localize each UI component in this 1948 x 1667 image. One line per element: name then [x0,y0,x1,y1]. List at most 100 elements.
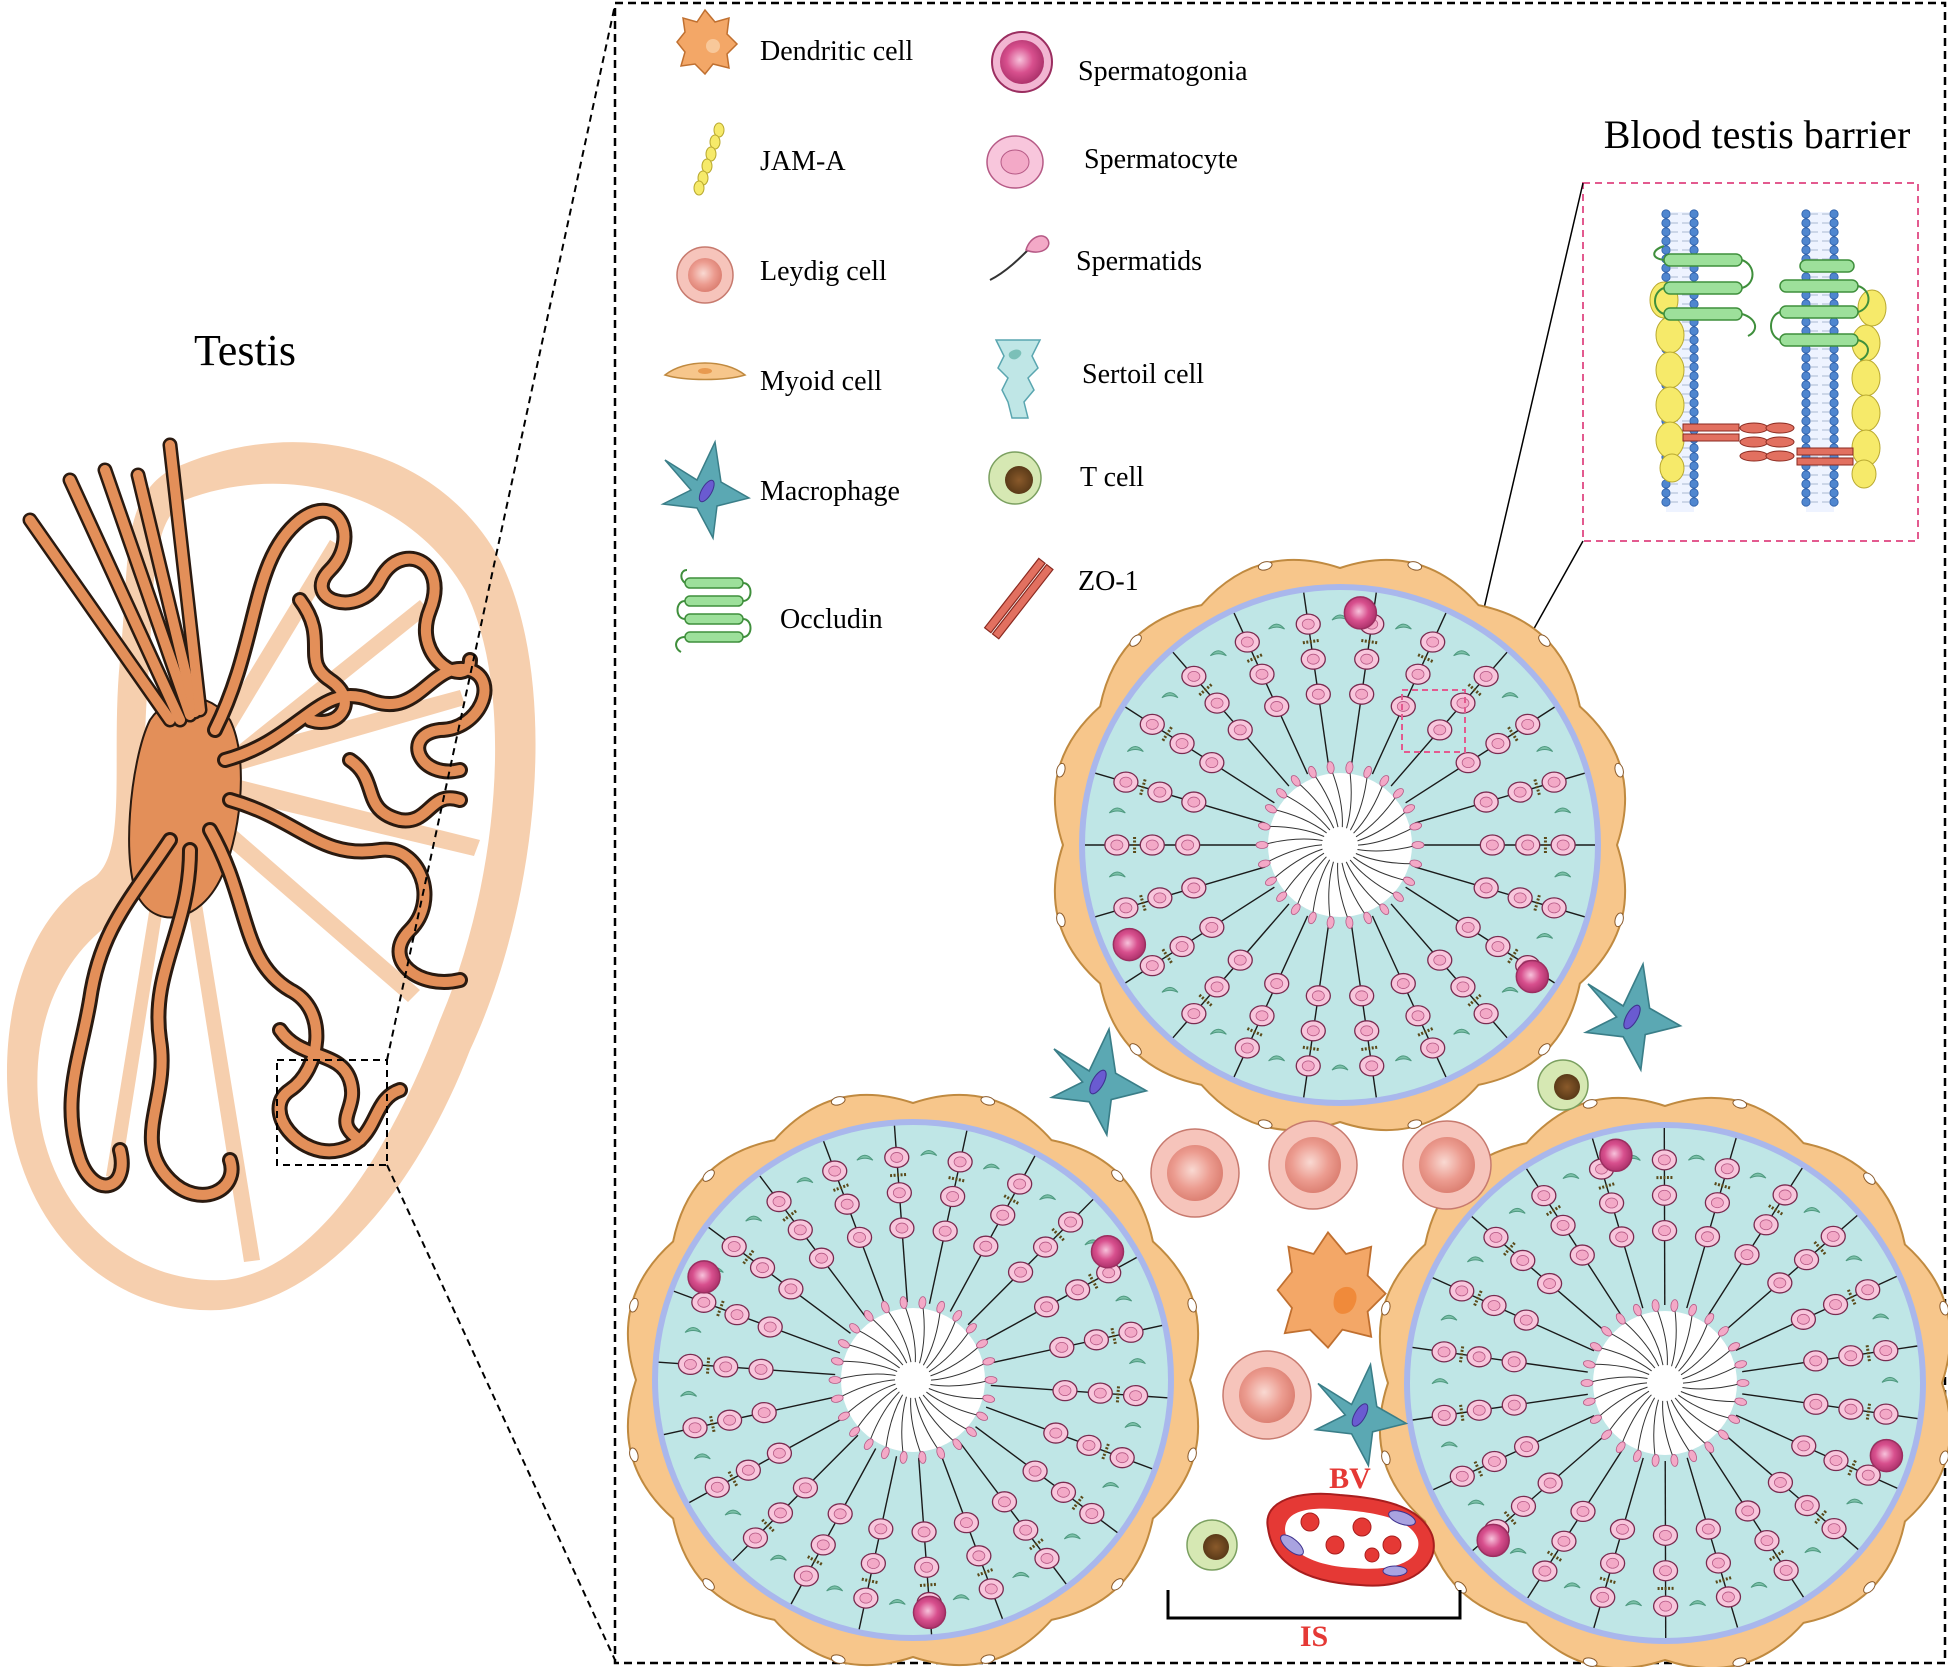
spermatocyte-nucleus [1433,724,1447,736]
sertoli-nucleus [1268,623,1286,630]
lipid-head [1801,425,1811,435]
lipid-head [1829,371,1839,381]
lipid-head [1829,425,1839,435]
spermatocyte-nucleus [1556,839,1570,851]
myoid-nucleus [1538,634,1551,647]
lipid-head [1689,488,1699,498]
spermatocyte-nucleus [793,1224,807,1236]
tight-junction [889,1173,907,1178]
lipid-head [1829,236,1839,246]
spermatocyte-nucleus [697,1296,711,1308]
spermatocyte-nucleus [1181,839,1195,851]
sertoli-nucleus [1039,1194,1056,1201]
spermatocyte-nucleus [1360,1025,1374,1037]
spermatogonium [1112,927,1147,962]
spermatocyte-nucleus [1058,1385,1072,1397]
spermatocyte-nucleus [984,1583,998,1595]
spermatocyte-nucleus [1129,1390,1142,1402]
spermatocyte-nucleus [1800,1254,1813,1266]
lipid-head [1829,317,1839,327]
sertoli-nucleus [1803,1207,1821,1213]
spermatid-head [1670,1299,1679,1312]
btb-proteins [1649,245,1887,489]
spermatocyte-nucleus [859,1592,873,1604]
lipid-head [1829,380,1839,390]
spermatocyte-nucleus [960,1517,973,1529]
spermatocyte-nucleus [1461,921,1475,933]
spermatocyte-nucleus [1760,1535,1774,1547]
lipid-head [1829,362,1839,372]
spermatid-head [849,1323,861,1334]
tight-junction [1769,1549,1785,1562]
spermatid-head [1308,911,1317,925]
spermatocyte-nucleus [1455,1285,1469,1297]
spermatocyte-nucleus [772,1447,786,1459]
spermatocyte-nucleus [890,1152,904,1163]
spermatocyte-nucleus [1779,1564,1793,1576]
lipid-head [1661,236,1671,246]
myoid-nucleus [702,1578,715,1591]
tight-junction [1467,683,1482,697]
spermatocyte-nucleus [920,1561,934,1573]
spermatocyte-nucleus [1057,1486,1070,1498]
leydig-cell [1268,1120,1358,1210]
myoid-nucleus [980,1096,996,1106]
spermatocyte-nucleus [1576,1505,1590,1517]
spermatocyte-nucleus [1809,1398,1823,1410]
spermatocyte-nucleus [1605,1197,1619,1209]
spermatocyte-nucleus [1411,668,1425,680]
spermatocyte-nucleus [1701,1523,1715,1535]
spermatocyte-nucleus [1827,1523,1841,1535]
spermatid-head [1392,788,1404,799]
spermatid-head [1580,1379,1594,1387]
spermatocyte-nucleus [1360,653,1374,665]
sertoli-nucleus [1124,1422,1142,1428]
spermatocyte-nucleus [1710,1197,1724,1209]
spermatocyte-nucleus [1153,892,1167,904]
spermatid-head [965,1323,977,1334]
tight-junction [1139,779,1147,796]
sertoli-nucleus [1467,1499,1485,1506]
spermatocyte-nucleus [1233,954,1247,966]
spermatocyte-nucleus [1479,882,1493,894]
sertoli-nucleus [1161,986,1179,993]
spermatid-head [1257,822,1271,831]
sertoli-cell-icon [994,339,1042,419]
lipid-head [1801,227,1811,237]
spermatocyte-nucleus [1255,668,1269,680]
seminiferous-tubule [1378,1096,1948,1667]
spermatid-head [1717,1429,1729,1440]
spermatocyte-nucleus [1615,1231,1629,1243]
spermatid-head [881,1446,890,1460]
leydig-cell [1402,1120,1492,1210]
legend-label-spermatocyte: Spermatocyte [1084,144,1238,175]
spermatocyte-nucleus [1187,670,1201,682]
spermatocyte-nucleus [1740,1249,1754,1261]
spermatocyte-nucleus [1426,636,1440,648]
myoid-nucleus [629,1447,639,1463]
myoid-nucleus [1381,1300,1391,1316]
testis-illustration: Testis [6,326,536,1311]
spermatogonium [687,1260,721,1294]
spermatocyte-nucleus [1270,978,1284,989]
spermatocyte-nucleus [1396,701,1410,712]
spermatid-head [1379,903,1390,915]
spermatocyte-nucleus [1513,892,1527,904]
lipid-head [1689,227,1699,237]
spermatid-head [1345,761,1354,774]
lipid-head [1829,245,1839,255]
sertoli-nucleus [1331,1064,1349,1071]
spermatocyte-nucleus [1701,1231,1714,1243]
myoid-nucleus [1614,912,1624,928]
myoid-nucleus [1111,1169,1124,1182]
t-cell-icon [988,451,1042,505]
tight-junction [1458,1346,1465,1363]
spermatocyte-nucleus [1205,921,1219,933]
lipid-head [1829,407,1839,417]
spermatocyte-nucleus [1210,981,1224,993]
spermatocyte-nucleus [756,1262,769,1274]
spermatocyte-nucleus [1175,941,1189,952]
spermatocyte-nucleus [1040,1301,1054,1313]
spermatid-head [1257,859,1271,868]
spermatid-head [899,1296,908,1309]
